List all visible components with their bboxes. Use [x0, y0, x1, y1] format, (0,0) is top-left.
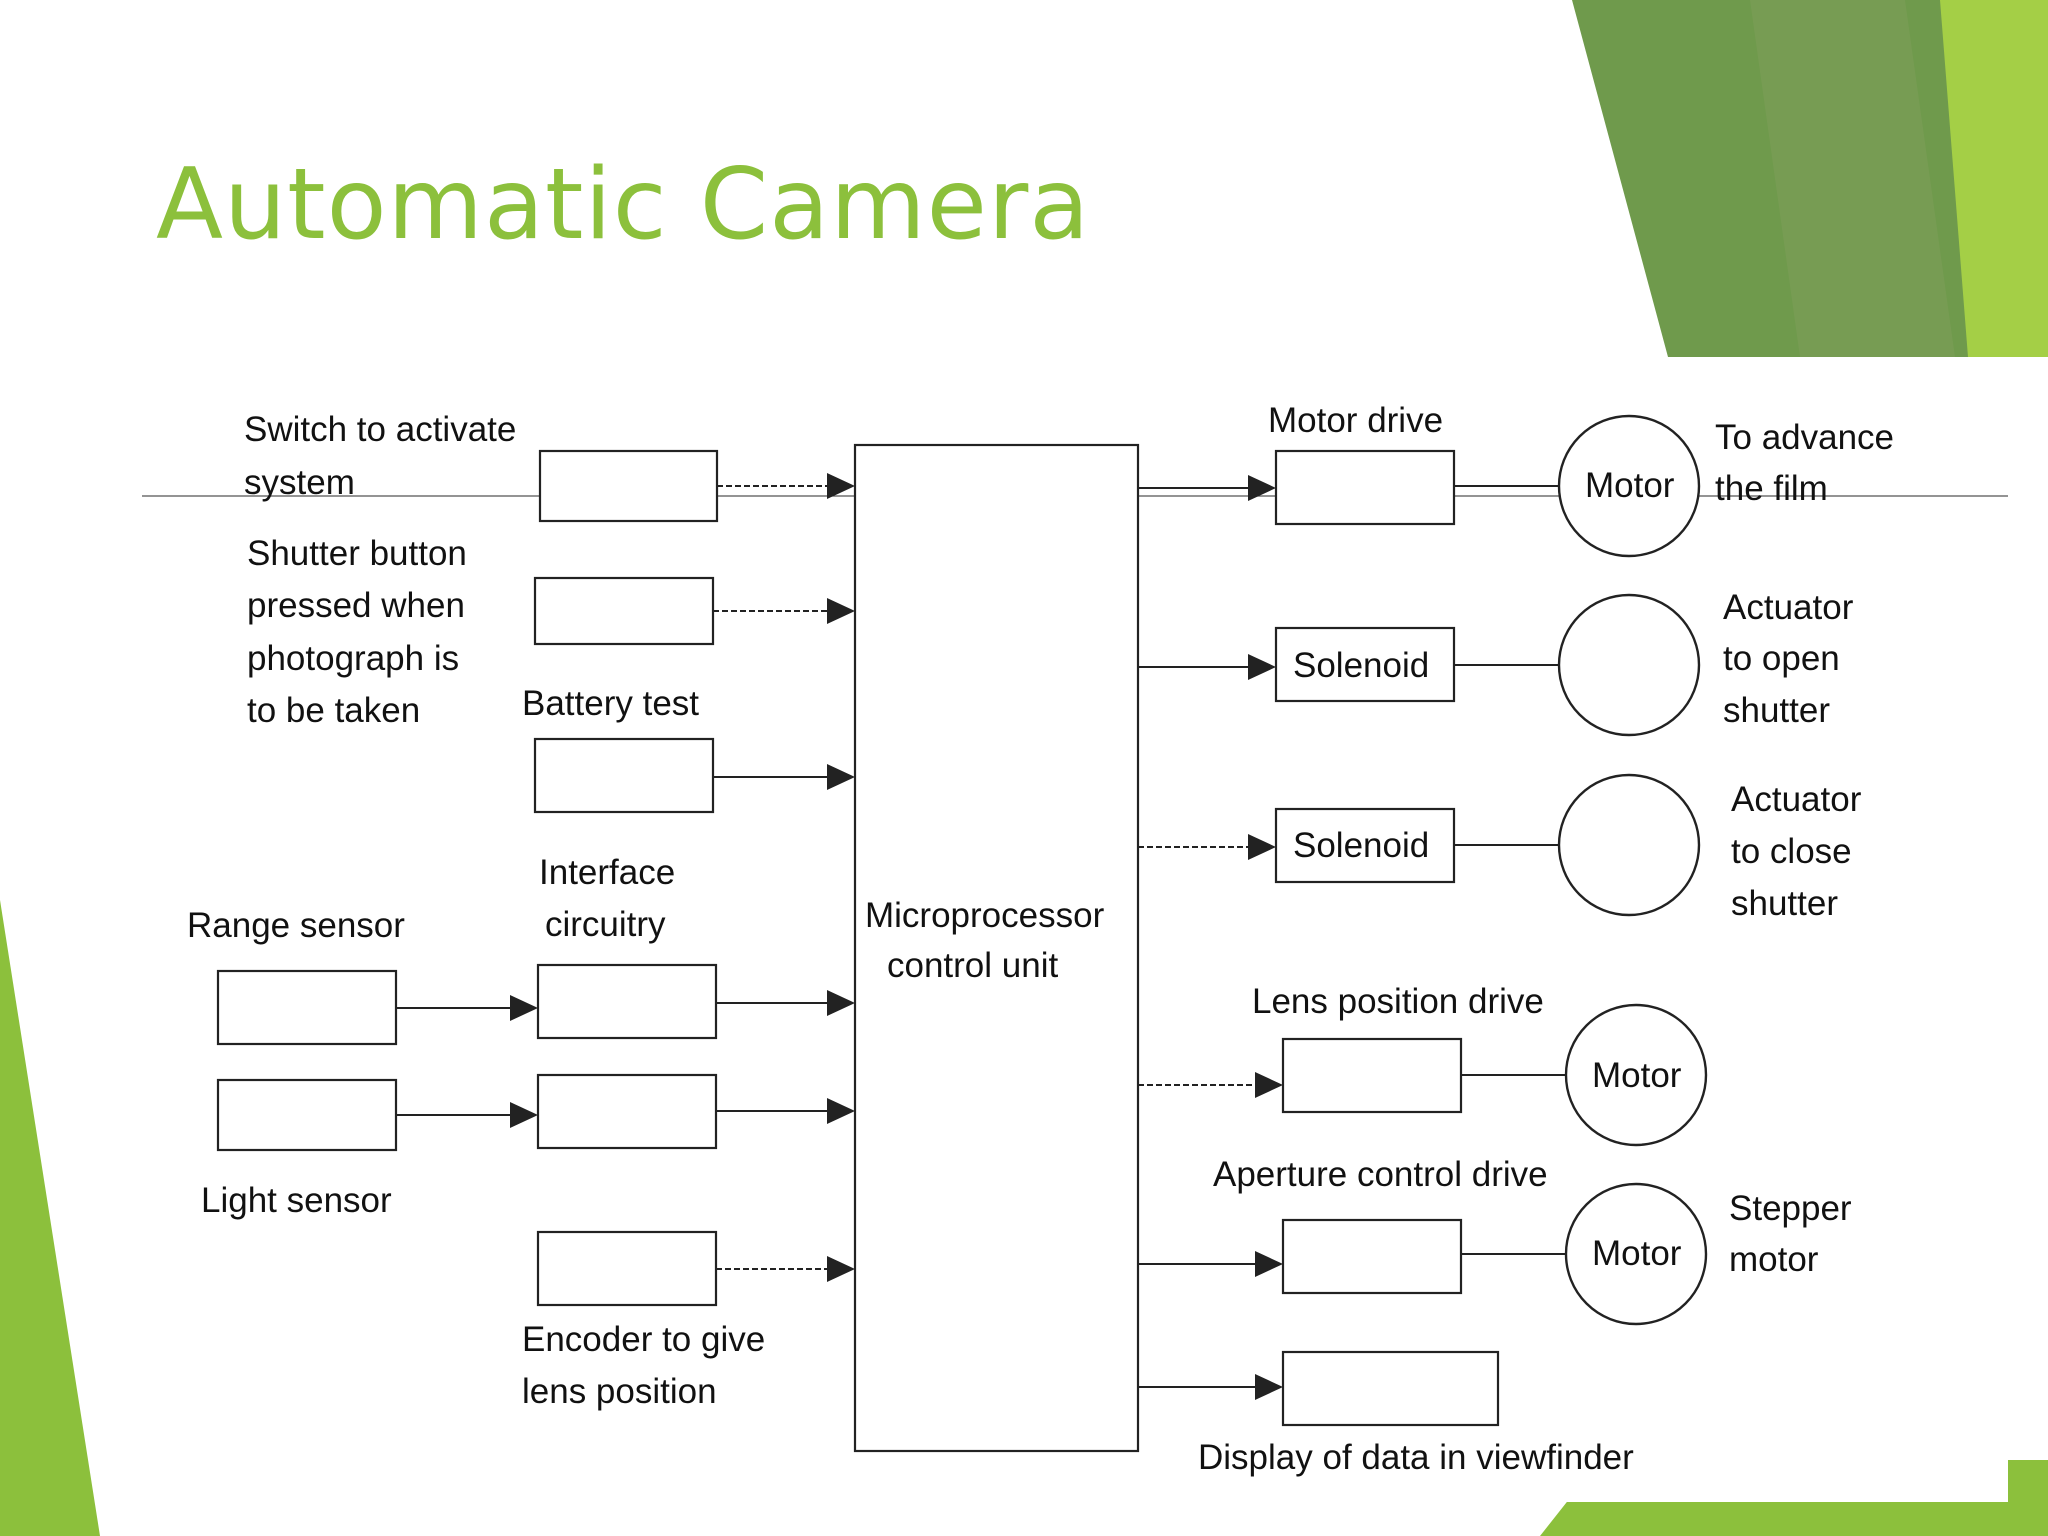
stepper-motor-label: Stepper motor	[1729, 1189, 1861, 1279]
encoder-label: Encoder to give lens position	[522, 1320, 775, 1411]
shutter-button-label: Shutter button pressed when photograph i…	[247, 534, 477, 730]
left-green-wedge	[0, 900, 100, 1536]
motor-drive-label: Motor drive	[1268, 401, 1443, 440]
encoder-interface-box	[536, 1230, 718, 1307]
light-interface-box	[536, 1073, 718, 1150]
arrow-solenoid-close	[1248, 834, 1276, 860]
arrow-battery	[827, 764, 855, 790]
switch-interface-box	[538, 449, 719, 523]
camera-block-diagram: Microprocessor control unit Switch to ac…	[142, 357, 2008, 1502]
motor-drive-box	[1274, 449, 1456, 526]
lens-position-drive-label: Lens position drive	[1252, 982, 1544, 1021]
aperture-motor-circle	[1564, 1182, 1708, 1326]
actuator-close-label: Actuator to close shutter	[1731, 780, 1871, 923]
light-sensor-label: Light sensor	[201, 1181, 392, 1220]
open-actuator-circle	[1557, 593, 1701, 737]
aperture-control-drive-label: Aperture control drive	[1213, 1155, 1548, 1194]
arrow-aperture-drive	[1255, 1251, 1283, 1277]
arrow-switch	[827, 473, 855, 499]
interface-circuitry-label: Interface circuitry	[539, 853, 685, 944]
solenoid-open-box	[1274, 626, 1456, 703]
shutter-interface-box	[533, 576, 715, 646]
viewfinder-display-box	[1281, 1350, 1500, 1427]
solenoid-close-box	[1274, 807, 1456, 884]
arrow-range-sensor	[510, 995, 538, 1021]
battery-interface-box	[533, 737, 715, 814]
arrow-viewfinder	[1255, 1374, 1283, 1400]
slide-title: Automatic Camera	[156, 148, 1091, 262]
top-right-mid-green-shape	[1750, 0, 1955, 357]
switch-label: Switch to activate system	[244, 410, 526, 502]
arrow-light-interface	[827, 1098, 855, 1124]
lens-motor-circle	[1564, 1003, 1708, 1147]
close-actuator-circle	[1557, 773, 1701, 917]
range-interface-box	[536, 963, 718, 1040]
solenoid-close-label: Solenoid	[1293, 826, 1429, 865]
lens-drive-box	[1281, 1037, 1463, 1114]
range-sensor-label: Range sensor	[187, 906, 405, 945]
actuator-open-label: Actuator to open shutter	[1723, 588, 1863, 730]
range-sensor-box	[216, 969, 398, 1046]
aperture-drive-box	[1281, 1218, 1463, 1295]
viewfinder-display-label: Display of data in viewfinder	[1198, 1438, 1634, 1477]
light-sensor-box	[216, 1078, 398, 1152]
solenoid-open-label: Solenoid	[1293, 646, 1429, 685]
film-motor-label: Motor	[1585, 466, 1675, 505]
arrow-lens-drive	[1255, 1072, 1283, 1098]
microprocessor-box	[853, 443, 1140, 1453]
arrow-light-sensor	[510, 1102, 538, 1128]
microprocessor-label: Microprocessor control unit	[865, 896, 1114, 985]
top-right-light-green-shape	[1940, 0, 2048, 357]
arrow-shutter	[827, 598, 855, 624]
battery-test-label: Battery test	[522, 684, 699, 723]
arrow-encoder	[827, 1256, 855, 1282]
lens-motor-label: Motor	[1592, 1056, 1682, 1095]
arrow-solenoid-open	[1248, 654, 1276, 680]
advance-film-label: To advance the film	[1715, 418, 1904, 508]
aperture-motor-label: Motor	[1592, 1234, 1682, 1273]
arrow-range-interface	[827, 990, 855, 1016]
arrow-motor-drive	[1248, 475, 1276, 501]
film-motor-circle	[1557, 414, 1701, 558]
